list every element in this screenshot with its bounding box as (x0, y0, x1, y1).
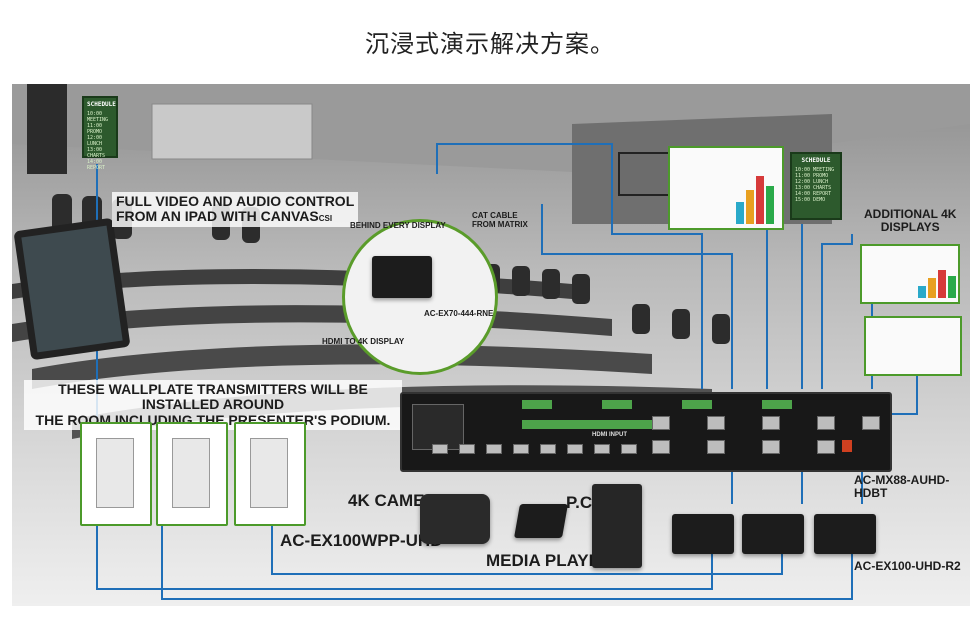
chart-bar (756, 176, 764, 224)
pc-tower (592, 484, 642, 568)
schedule-item: 13:00 CHARTS (87, 147, 106, 159)
ex70-receiver-device (372, 256, 432, 298)
receiver-device-1 (672, 514, 734, 554)
presentation-diagram: SCHEDULE 10:00 MEETING 11:00 PROMO 12:00… (12, 84, 970, 606)
hdbt-port (762, 440, 780, 454)
schedule-item: 12:00 LUNCH (87, 135, 103, 147)
schedule-item: 10:00 MEETING (87, 111, 109, 123)
chart-bar (938, 270, 946, 298)
page-title: 沉浸式演示解决方案。 (365, 30, 615, 58)
hdbt-port (817, 416, 835, 430)
schedule-title: SCHEDULE (87, 101, 116, 108)
wallplate-face (172, 438, 210, 508)
additional-displays-label: ADDITIONAL 4K DISPLAYS (864, 207, 957, 235)
doorway (27, 84, 67, 174)
schedule-item: 12:00 LUNCH (795, 179, 829, 185)
audio-connector (762, 400, 792, 409)
canvas-sub-text: CSI (318, 214, 333, 224)
hdbt-port (652, 440, 670, 454)
ipad-control-label: FULL VIDEO AND AUDIO CONTROL FROM AN IPA… (112, 192, 359, 227)
hdmi-input-port (459, 444, 475, 454)
hdbt-port (707, 440, 725, 454)
audio-connector (602, 400, 632, 409)
audio-connector (682, 400, 712, 409)
ipad-control-text: FULL VIDEO AND AUDIO CONTROL FROM AN IPA… (116, 193, 355, 225)
wallplate-transmitter-3 (234, 422, 306, 526)
hdmi-input-port (540, 444, 556, 454)
wallplate-transmitter-1 (80, 422, 152, 526)
matrix-model-label: AC-MX88-AUHD-HDBT (854, 473, 950, 501)
schedule-sign-left: SCHEDULE 10:00 MEETING 11:00 PROMO 12:00… (82, 96, 118, 171)
receiver-device-3 (814, 514, 876, 554)
ir-port-bank (412, 404, 464, 450)
power-connector (842, 440, 852, 452)
tablet-screen (21, 225, 123, 353)
media-player-device (514, 504, 568, 538)
ex70-model-label: AC-EX70-444-RNE (424, 309, 494, 318)
receiver-model-label: AC-EX100-UHD-R2 (854, 559, 961, 573)
ipad-tablet (13, 217, 131, 361)
audio-connector (522, 400, 552, 409)
receiver-device-2 (742, 514, 804, 554)
chart-bar (928, 278, 936, 298)
display-additional (860, 244, 960, 304)
schedule-item: 14:00 REPORT (87, 159, 106, 171)
hdmi-input-label: HDMI INPUT (592, 432, 627, 438)
hdmi-input-port (513, 444, 529, 454)
wallplate-face (96, 438, 134, 508)
schedule-item: 10:00 MEETING (795, 167, 835, 173)
hdmi-input-port (567, 444, 583, 454)
hdmi-input-row (432, 444, 642, 454)
hdmi-4k-label: HDMI TO 4K DISPLAY (322, 337, 405, 346)
display-main (668, 146, 784, 230)
lan-port (862, 416, 880, 430)
pc-label: P.C. (566, 493, 597, 512)
schedule-item: 11:00 PROMO (795, 173, 829, 179)
schedule-item: 11:00 PROMO (87, 123, 103, 135)
schedule-item: 14:00 REPORT (795, 191, 832, 197)
wallplate-model-label: AC-EX100WPP-UHD (280, 531, 443, 550)
hdmi-input-port (486, 444, 502, 454)
schedule-item: 13:00 CHARTS (795, 185, 832, 191)
display-small (618, 152, 670, 196)
behind-display-label: BEHIND EVERY DISPLAY (350, 221, 446, 230)
schedule-sign-right: SCHEDULE 10:00 MEETING 11:00 PROMO 12:00… (790, 152, 842, 220)
hdbt-port (652, 416, 670, 430)
matrix-switcher: HDMI INPUT (400, 392, 892, 472)
hdmi-input-port (594, 444, 610, 454)
windows (151, 103, 313, 160)
hdbt-port (707, 416, 725, 430)
control-terminal (522, 420, 652, 429)
schedule-title: SCHEDULE (801, 157, 831, 164)
chart-bar (948, 276, 956, 298)
hdbt-port (817, 440, 835, 454)
camera-device (420, 494, 490, 544)
wallplate-face (250, 438, 288, 508)
chart-bar (746, 190, 754, 224)
wallplate-transmitter-2 (156, 422, 228, 526)
hdmi-input-port (432, 444, 448, 454)
display-spreadsheet (864, 316, 962, 376)
media-player-label: MEDIA PLAYER (486, 551, 613, 570)
chart-bar (918, 286, 926, 298)
hdmi-input-port (621, 444, 637, 454)
chart-bar (736, 202, 744, 224)
chart-bar (766, 186, 774, 224)
cat-cable-label: CAT CABLE FROM MATRIX (472, 211, 528, 229)
schedule-item: 15:00 DEMO (795, 197, 826, 203)
hdbt-port (762, 416, 780, 430)
